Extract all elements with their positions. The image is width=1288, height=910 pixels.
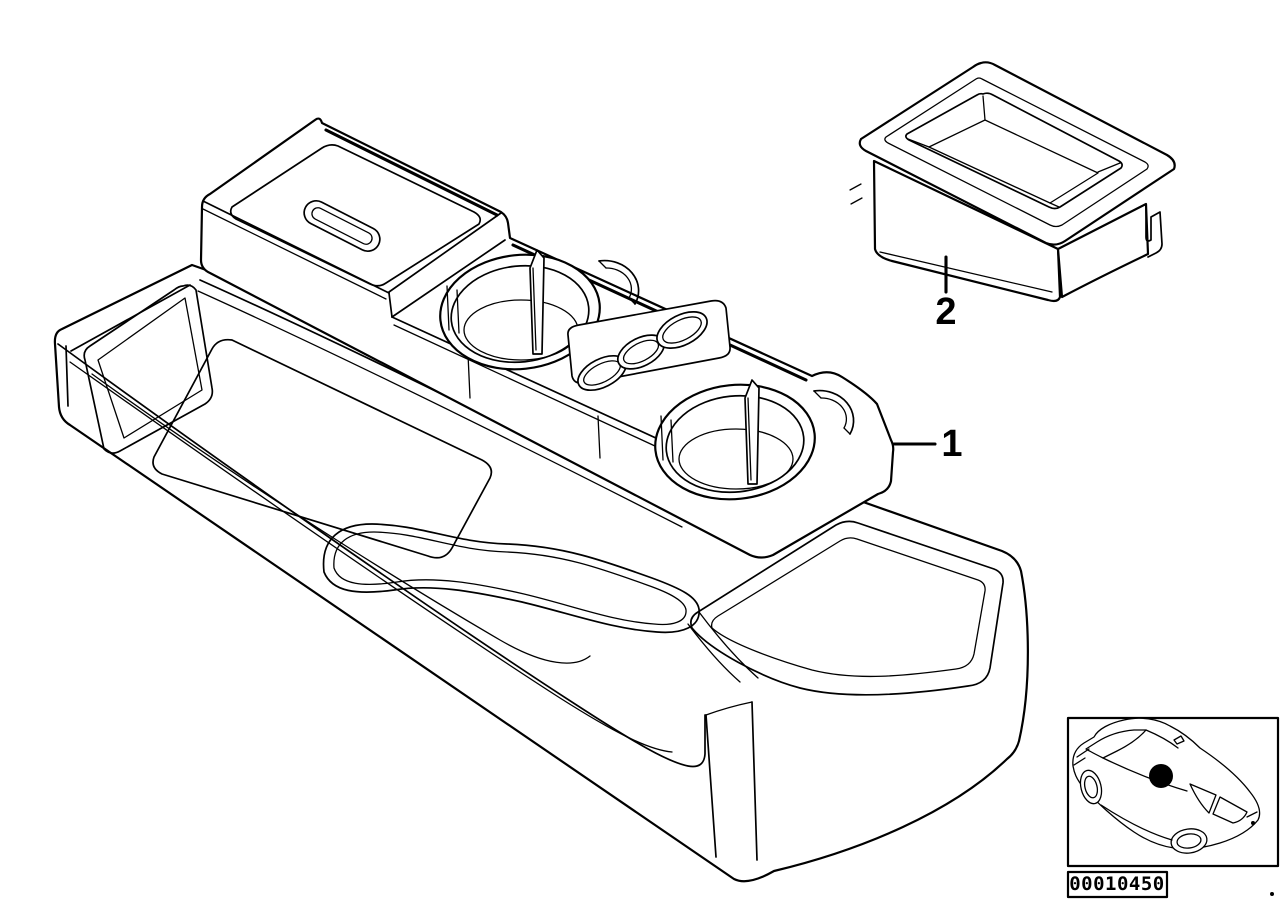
- bin-floor-outline: [152, 338, 493, 559]
- cupholder-module-drawing: [199, 117, 895, 559]
- front-cup-divider-clip: [529, 249, 545, 355]
- code-plate-frame: [1066, 870, 1169, 899]
- tray-inner-corner-lines: [907, 95, 1121, 208]
- callout-2-label[interactable]: 2: [935, 291, 956, 333]
- tray-left-tabs: [849, 183, 863, 205]
- coin-slot-large: [656, 311, 708, 349]
- coin-tray: [567, 299, 731, 392]
- lid-engraving-outline: [229, 144, 482, 287]
- tray-flange: [858, 61, 1176, 246]
- callout-1-label[interactable]: 1: [941, 423, 962, 465]
- console-outline-path: [53, 263, 1029, 883]
- car-location-thumbnail: [1066, 716, 1280, 868]
- diagram-code-plate: 00010450: [1066, 870, 1169, 899]
- console-storage-bin: [83, 284, 493, 559]
- rear-cupholder-well: [654, 379, 855, 501]
- callout-1: 1: [892, 423, 963, 465]
- tray-right-face: [1056, 202, 1150, 299]
- tray-opening: [905, 92, 1123, 210]
- speck-artifact: [1270, 892, 1274, 896]
- console-front-face-edges: [705, 701, 758, 861]
- code-plate-number: 00010450: [1069, 873, 1165, 895]
- console-shifter-channel: [322, 523, 759, 683]
- tray-mount-lug: [1145, 205, 1163, 258]
- bin-cubby-outline: [83, 284, 214, 454]
- console-rear-recess: [690, 520, 1004, 696]
- tray-front-face: [872, 159, 1062, 303]
- console-location-marker-dot: [1149, 764, 1173, 788]
- center-console-body-drawing: [53, 263, 1029, 883]
- storage-tray-drawing: [849, 61, 1176, 303]
- front-cupholder-well: [439, 249, 640, 371]
- callout-2: 2: [935, 255, 957, 333]
- console-rim-lines: [57, 284, 706, 768]
- rear-cup-divider-clip: [744, 379, 760, 485]
